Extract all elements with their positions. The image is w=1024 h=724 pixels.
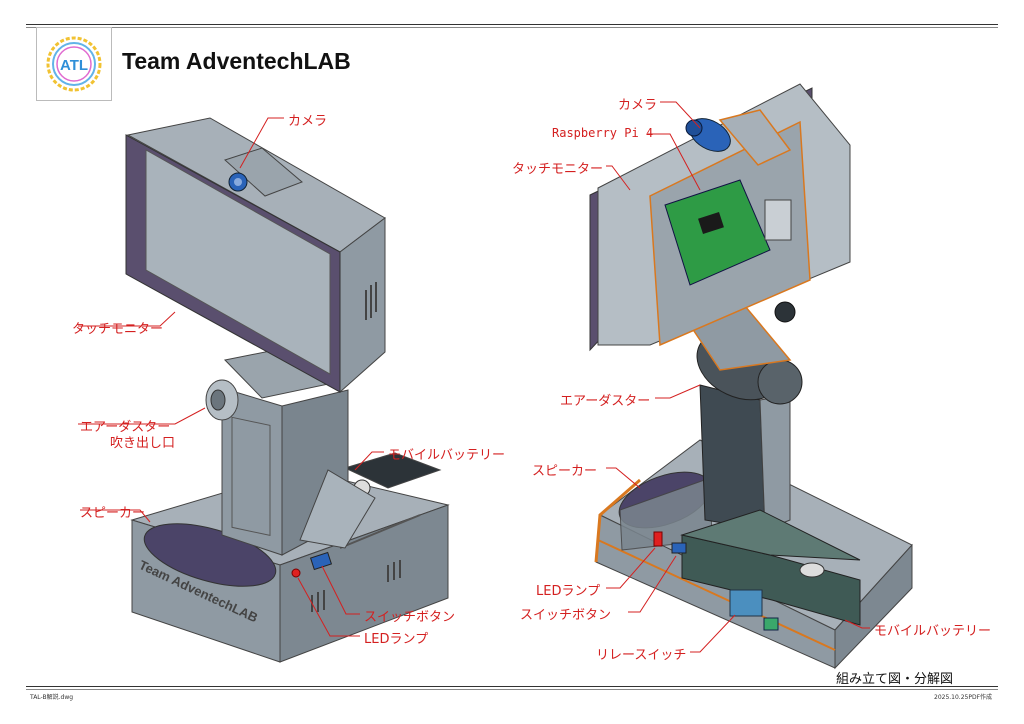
air-duster-outlet-hole [210,389,226,411]
exploded-tower [699,384,766,531]
exploded-tower-side [759,394,791,531]
drawing-caption: 組み立て図・分解図 [836,672,954,687]
exploded-knob [774,301,796,323]
label-air-duster-outlet-line1: エアーダスター [80,420,171,435]
base-right-side [279,504,449,663]
logo-emblem-icon: ATL [46,36,102,92]
label-touch-monitor-left: タッチモニター [72,322,164,337]
label-air-duster-outlet-line2: 吹き出し口 [110,436,176,451]
exploded-air-duster-fan [757,359,803,405]
exploded-battery-top [680,509,861,561]
page-title: Team AdventechLAB [122,48,351,74]
exploded-pi-chip [698,211,724,235]
label-speaker-left: スピーカー [80,506,146,521]
label-mobile-battery-left: モバイルバッテリー [388,448,506,463]
label-raspberry-pi: Raspberry Pi 4 [552,126,654,140]
left-assembly-view: Team AdventechLAB [78,117,450,663]
label-led-lamp-left: LEDランプ [364,632,429,647]
label-speaker-right: スピーカー [532,464,598,479]
date-note: 2025.10.25PDF作成 [934,694,993,701]
tower-panel [231,416,271,536]
label-switch-button-right: スイッチボタン [520,608,612,623]
label-air-duster-right: エアーダスター [560,394,651,409]
exploded-base-orange-edge [594,478,641,563]
camera-lens-center [234,178,242,186]
speaker-grille [143,523,277,587]
tower-wedge [299,469,376,549]
bottom-border-line [26,686,998,687]
exploded-switch [671,542,687,554]
label-led-lamp-right: LEDランプ [536,584,601,599]
exploded-camera-mount [718,109,792,166]
base-vent [311,560,401,612]
label-camera-right: カメラ [618,98,658,113]
right-leader-lines [606,101,870,653]
exploded-led-lamp [653,531,663,547]
bottom-border-line-inner [26,689,998,690]
led-lamp-shape [291,568,301,578]
label-camera-left: カメラ [288,114,328,129]
base-rail [339,514,421,549]
file-name: TAL-B解説.dwg [30,694,74,701]
monitor-side-vent [365,282,377,320]
top-border-line-inner [26,27,998,28]
label-touch-monitor-right: タッチモニター [512,162,604,177]
label-mobile-battery-right: モバイルバッテリー [874,624,992,639]
right-exploded-view [589,83,913,670]
battery-slot [343,452,442,489]
touch-monitor-screen [145,149,331,375]
exploded-pi-usb-ports [764,199,792,241]
exploded-relay-terminal [763,617,779,631]
exploded-base-orange-edge-front [597,539,836,651]
label-switch-button-left: スイッチボタン [364,610,456,625]
top-border-line [26,24,998,25]
team-logo: ATL [36,27,112,101]
exploded-relay-switch [729,589,763,617]
logo-text: ATL [60,57,88,74]
label-relay-switch: リレースイッチ [596,648,687,663]
exploded-camera-lens [685,119,703,137]
exploded-raspberry-pi [664,179,771,286]
exploded-base-right [834,543,913,670]
exploded-battery-port [799,562,825,578]
left-leader-lines [78,117,384,637]
